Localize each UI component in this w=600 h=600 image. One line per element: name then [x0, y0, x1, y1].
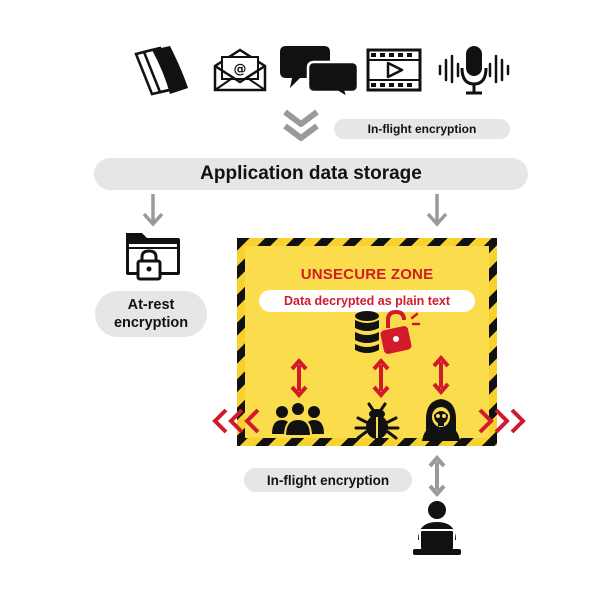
red-double-arrow-1: [290, 357, 308, 399]
group-icon: [272, 401, 324, 437]
chat-icon: [280, 46, 360, 101]
red-double-arrow-3: [432, 354, 450, 396]
left-red-chevrons: [212, 408, 260, 434]
right-red-chevrons: [478, 408, 526, 434]
microphone-icon: [438, 46, 510, 95]
hacker-icon: [422, 399, 460, 441]
documents-icon: [134, 46, 188, 96]
arrow-down-left: [142, 194, 164, 227]
user-laptop-icon: [413, 501, 461, 555]
arrow-down-right: [426, 194, 448, 227]
video-icon: [366, 48, 422, 92]
unsecure-zone-title: UNSECURE ZONE: [300, 266, 434, 283]
folder-lock-icon: [126, 233, 180, 281]
unsecure-zone-subtitle: Data decrypted as plain text: [259, 290, 475, 312]
bottom-inflight-encryption-label: In-flight encryption: [244, 468, 412, 492]
bug-icon: [354, 402, 400, 440]
top-inflight-encryption-label: In-flight encryption: [334, 119, 510, 139]
at-rest-line2: encryption: [113, 315, 189, 331]
svg-text:@: @: [234, 62, 247, 77]
email-icon: @: [213, 48, 267, 92]
unsecure-zone: UNSECURE ZONE Data decrypted as plain te…: [237, 238, 497, 446]
red-double-arrow-2: [372, 357, 390, 399]
storage-bar: Application data storage: [94, 158, 528, 190]
at-rest-line1: At-rest: [127, 297, 175, 313]
at-rest-encryption-label: At-rest encryption: [95, 291, 207, 337]
double-chevron-down-icon: [283, 109, 319, 141]
database-lock-icon: [355, 309, 421, 354]
gray-double-arrow: [428, 454, 446, 498]
